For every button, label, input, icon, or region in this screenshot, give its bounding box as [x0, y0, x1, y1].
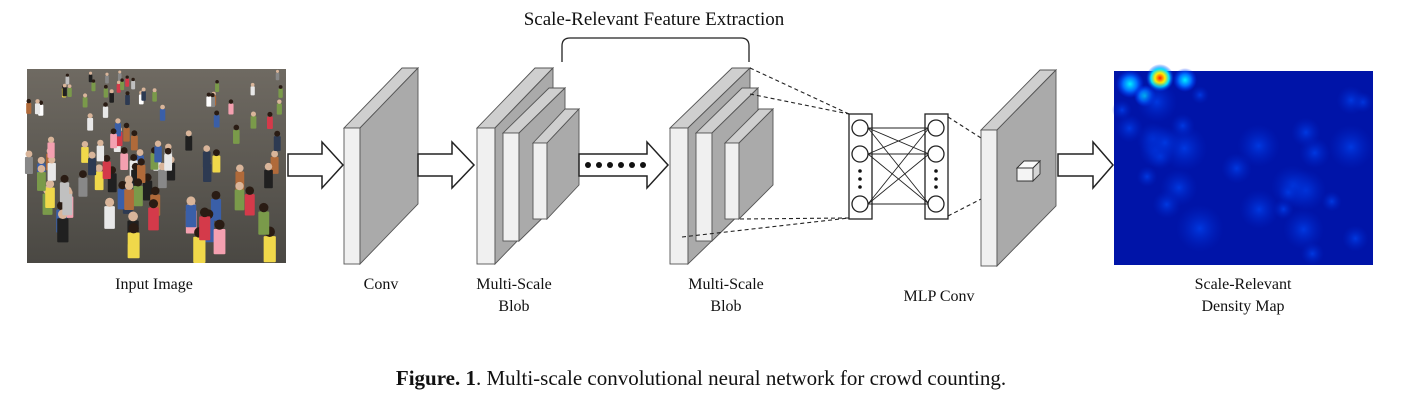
input-image-label: Input Image [115, 274, 193, 296]
bracket-label: Scale-Relevant Feature Extraction [523, 9, 785, 30]
crowd-photo-icon [24, 69, 283, 263]
projection-lines [681, 67, 850, 238]
arrow-to-density [1057, 139, 1114, 191]
blob2-label: Multi-Scale Blob [688, 274, 764, 318]
multi-scale-blob-1 [475, 66, 581, 266]
conv-label-text: Conv [363, 276, 399, 293]
blob2-label-line1: Multi-Scale [688, 276, 764, 293]
conv-label: Conv [364, 274, 399, 296]
multi-scale-blob-2 [668, 66, 775, 266]
cube-icon [1015, 159, 1042, 183]
caption-text: . Multi-scale convolutional neural netwo… [476, 366, 1007, 390]
mlp-conv-label: MLP Conv [904, 286, 975, 308]
blob1-label-line2: Blob [498, 298, 530, 315]
bracket [561, 37, 750, 62]
mlp-conv-label-text: MLP Conv [903, 288, 975, 305]
density-map [1112, 64, 1374, 266]
caption-prefix: Figure. 1 [395, 366, 476, 390]
figure-caption: Figure. 1. Multi-scale convolutional neu… [0, 366, 1402, 391]
density-heatmap-icon [1112, 64, 1374, 266]
mlp-network [848, 113, 949, 220]
blob2-label-line2: Blob [710, 298, 742, 315]
blob1-label-line1: Multi-Scale [476, 276, 552, 293]
input-image-label-text: Input Image [115, 276, 193, 293]
dotted-arrow [578, 140, 670, 190]
density-label-line2: Density Map [1201, 298, 1285, 315]
conv-block [342, 66, 420, 266]
density-label-line1: Scale-Relevant [1194, 276, 1292, 293]
arrow-image-to-conv [287, 140, 345, 190]
density-map-label: Scale-Relevant Density Map [1195, 274, 1292, 318]
input-image [24, 69, 286, 263]
blob1-label: Multi-Scale Blob [476, 274, 552, 318]
arrow-conv-to-blob [417, 140, 476, 190]
